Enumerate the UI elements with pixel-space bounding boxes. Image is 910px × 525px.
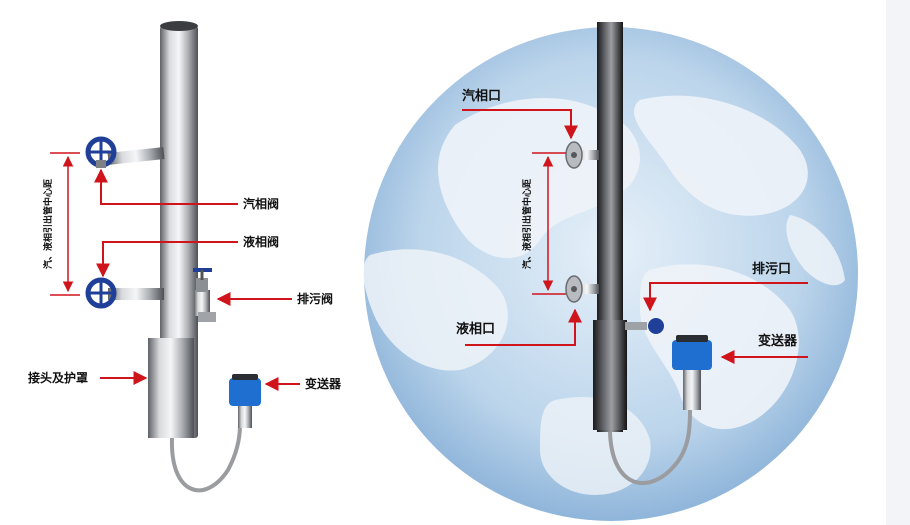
joint-cover-label: 接头及护罩 — [28, 371, 89, 385]
liquid-pipe — [108, 288, 164, 300]
vapor-pipe — [107, 147, 165, 165]
drain-valve — [193, 268, 216, 322]
flexible-hose — [169, 424, 242, 493]
left-level-gauge — [85, 21, 261, 493]
liquid-port-label: 液相口 — [456, 322, 496, 337]
right-transmitter-label: 变送器 — [758, 334, 798, 349]
left-center-distance-label: 汽、液相引出管中心距 — [44, 179, 54, 270]
vapor-port-label: 汽相口 — [462, 89, 502, 104]
liquid-port-flange — [565, 275, 599, 303]
drain-port-label: 排污口 — [752, 262, 792, 277]
vapor-valve-label: 汽相阀 — [243, 197, 280, 211]
right-transmitter — [672, 335, 712, 410]
liquid-valve-handwheel — [85, 277, 117, 309]
drain-valve-label: 排污阀 — [297, 292, 334, 306]
right-leader-lines — [462, 109, 808, 364]
vapor-valve-handwheel — [85, 136, 117, 168]
left-transmitter — [229, 374, 261, 428]
left-center-distance-dimension — [50, 152, 80, 296]
protective-cover — [148, 338, 194, 438]
right-center-distance-label: 汽、液相引出管中心距 — [523, 179, 533, 270]
left-transmitter-label: 变送器 — [305, 377, 342, 391]
drain-port-valve — [625, 318, 664, 334]
right-level-gauge — [565, 22, 712, 485]
left-leader-lines — [94, 168, 300, 391]
right-edge-strip — [886, 0, 910, 525]
main-column — [160, 26, 198, 438]
right-flexible-hose — [608, 409, 692, 485]
liquid-valve-label: 液相阀 — [243, 235, 280, 249]
vapor-port-flange — [565, 141, 599, 169]
right-center-distance-dimension — [532, 152, 566, 295]
